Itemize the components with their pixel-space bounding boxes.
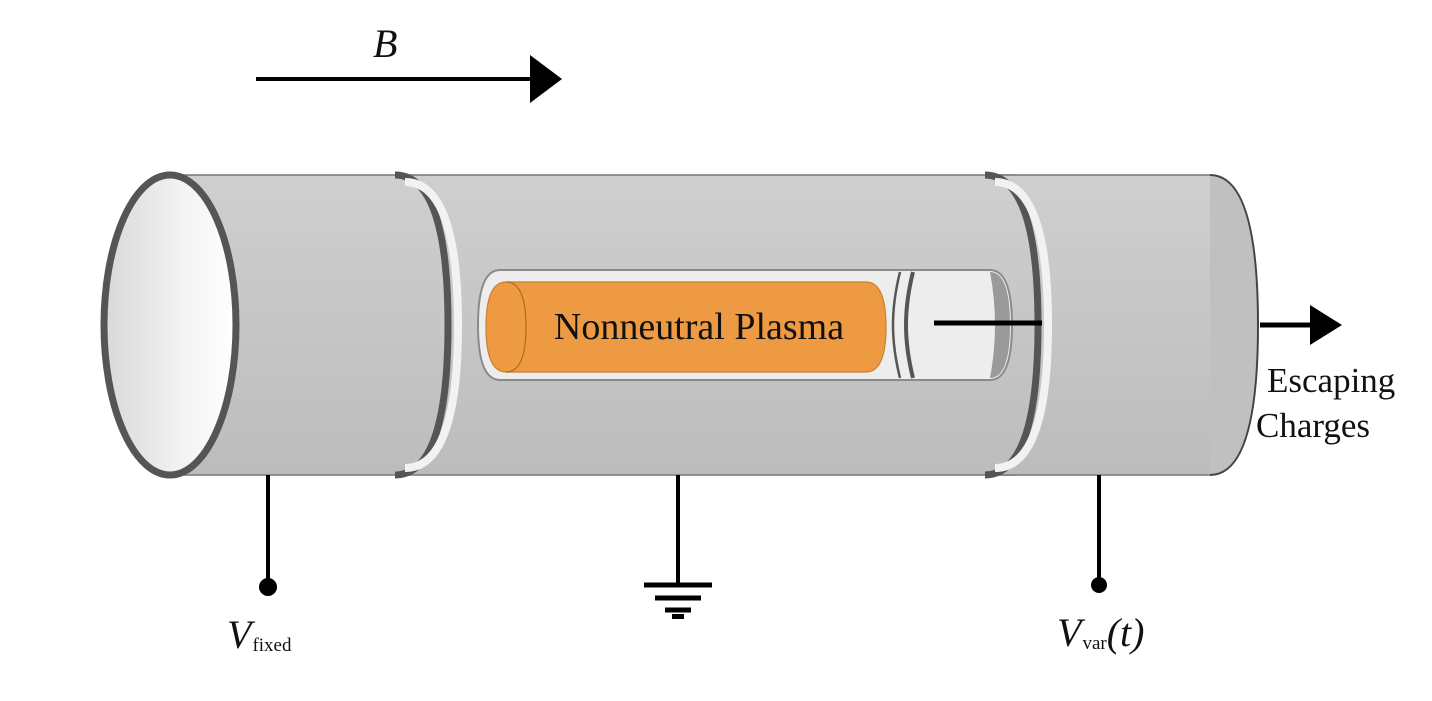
escaping-label-line2: Charges xyxy=(1256,406,1370,445)
right-voltage-subscript: var xyxy=(1082,633,1107,654)
right-voltage-label: Vvar(t) xyxy=(1057,610,1144,655)
magnetic-field-label: B xyxy=(373,21,397,66)
plasma-column xyxy=(485,281,887,373)
tube-opening xyxy=(100,171,240,479)
ground-icon xyxy=(644,582,712,619)
escape-arrow xyxy=(1260,305,1342,345)
right-voltage-suffix: (t) xyxy=(1107,610,1145,655)
plasma-label: Nonneutral Plasma xyxy=(554,306,844,348)
magnetic-field-arrow xyxy=(256,55,562,103)
left-voltage-subscript: fixed xyxy=(252,635,292,656)
left-gap-ring xyxy=(394,171,463,479)
left-voltage-label: Vfixed xyxy=(227,612,292,657)
right-electrode-lead xyxy=(1091,475,1107,593)
left-electrode-lead xyxy=(259,475,277,596)
escaping-label-line1: Escaping xyxy=(1267,361,1395,400)
